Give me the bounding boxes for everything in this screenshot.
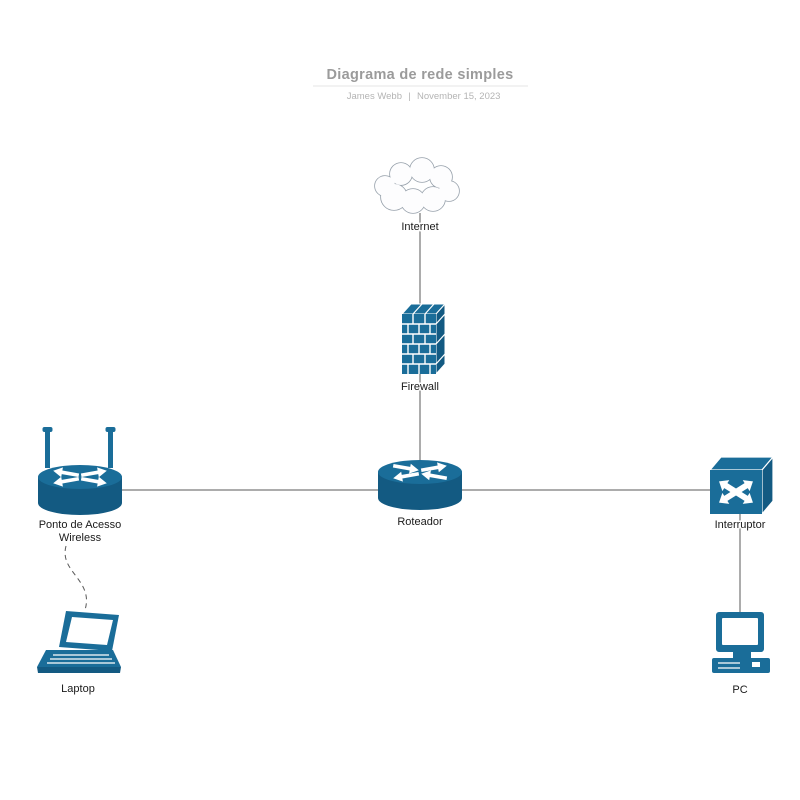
- node-internet: Internet: [374, 157, 460, 235]
- internet-label: Internet: [401, 221, 438, 233]
- byline-separator: |: [408, 91, 410, 102]
- firewall-label: Firewall: [401, 381, 439, 393]
- node-laptop: Laptop: [37, 611, 121, 697]
- cloud-icon: [374, 157, 460, 214]
- node-access-point: Ponto de Acesso Wireless: [37, 427, 123, 546]
- author-name: James Webb: [347, 91, 402, 102]
- node-router: Roteador: [378, 460, 462, 530]
- node-firewall: Firewall: [400, 302, 447, 395]
- pc-drive-slot-lines: [718, 662, 760, 669]
- laptop-label: Laptop: [61, 683, 95, 695]
- network-switch-icon: [708, 455, 775, 516]
- accesspoint-label-line2: Wireless: [59, 532, 102, 544]
- connector-accesspoint-laptop-dashed: [64, 545, 87, 611]
- antenna-icons: [42, 427, 116, 468]
- diagram-header: Diagrama de rede simples James Webb | No…: [313, 67, 528, 102]
- desktop-pc-icon: [712, 612, 770, 673]
- node-pc: PC: [712, 612, 770, 698]
- connectors: [64, 213, 741, 612]
- router-cylinder-icon: [378, 460, 462, 510]
- accesspoint-label-line1: Ponto de Acesso: [39, 519, 122, 531]
- page-title: Diagrama de rede simples: [327, 67, 514, 83]
- router-label: Roteador: [397, 516, 443, 528]
- firewall-mortar-lines: [402, 314, 436, 374]
- date-text: November 15, 2023: [417, 91, 500, 102]
- switch-label: Interruptor: [715, 519, 766, 531]
- wireless-access-point-icon: [38, 427, 122, 515]
- node-switch: Interruptor: [708, 455, 775, 533]
- firewall-3d-edge-lines: [412, 303, 446, 365]
- firewall-brick-wall-icon: [400, 302, 447, 376]
- laptop-icon: [37, 611, 121, 673]
- pc-label: PC: [732, 684, 747, 696]
- laptop-keyboard-lines: [47, 654, 115, 664]
